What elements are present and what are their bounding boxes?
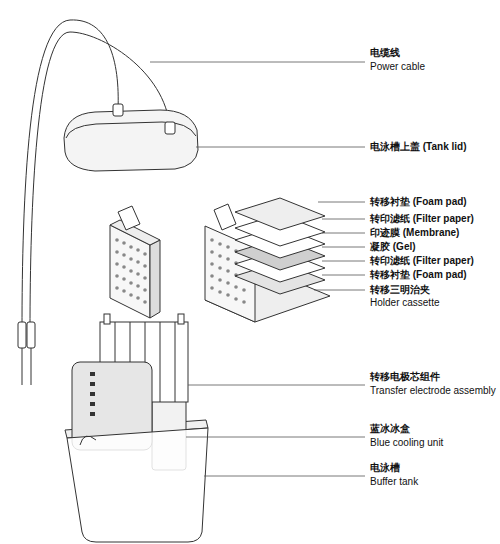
- part-label: Transfer electrode assembly: [370, 385, 496, 397]
- buffer-tank: [67, 428, 208, 542]
- leader-line: [204, 476, 365, 477]
- transfer-stack: [235, 198, 325, 294]
- lid-connector: [113, 104, 123, 116]
- plug: [27, 322, 35, 348]
- cable-plugs: [18, 322, 35, 385]
- lid-connector: [165, 122, 175, 134]
- cable-wire: [22, 20, 118, 330]
- leader-line: [322, 219, 365, 220]
- part-label: 印迹膜 (Membrane): [370, 227, 459, 239]
- cassette-side: [150, 240, 160, 318]
- plug-pin: [31, 348, 32, 385]
- cable-wire: [30, 32, 170, 330]
- plug: [18, 322, 26, 348]
- part-label: 转移电极芯组件: [370, 371, 440, 383]
- leader-line: [196, 147, 365, 148]
- leader-line: [188, 385, 365, 386]
- plug-pin: [22, 348, 23, 385]
- power-cable: [22, 20, 170, 330]
- part-label: 凝胶 (Gel): [370, 241, 416, 253]
- part-label: 转移三明治夹: [370, 284, 430, 296]
- part-label: Power cable: [370, 61, 425, 73]
- part-label: 电缆线: [370, 47, 400, 59]
- cassette-holes: [210, 238, 246, 304]
- lid-body: [64, 110, 198, 171]
- cassette-handle: [214, 204, 236, 230]
- part-label: Buffer tank: [370, 476, 418, 488]
- part-label: Blue cooling unit: [370, 437, 443, 449]
- left-cassette: [110, 206, 160, 318]
- lid-edge: [66, 122, 196, 138]
- leader-line: [186, 437, 365, 438]
- leader-lines: [150, 62, 365, 476]
- leader-line: [322, 247, 365, 248]
- tank-body: [67, 428, 208, 542]
- tank-lid: [64, 104, 198, 171]
- part-label: 电泳槽: [370, 462, 400, 474]
- leader-line: [322, 261, 365, 262]
- cassette-holes: [115, 238, 147, 304]
- leader-line: [322, 233, 365, 234]
- leader-line: [322, 275, 365, 276]
- leader-line: [150, 62, 365, 63]
- part-label: Holder cassette: [370, 297, 439, 309]
- part-label: 电泳槽上盖 (Tank lid): [370, 141, 466, 153]
- part-label: 转印滤纸 (Filter paper): [370, 213, 474, 225]
- part-label: 蓝冰冰盒: [370, 423, 410, 435]
- tank-detail: [80, 436, 96, 445]
- leader-line: [318, 202, 365, 203]
- part-label: 转印滤纸 (Filter paper): [370, 255, 474, 267]
- electrode-contacts: [90, 372, 95, 416]
- part-label: 转移衬垫 (Foam pad): [370, 196, 467, 208]
- electrode-assembly: [72, 314, 188, 450]
- part-label: 转移衬垫 (Foam pad): [370, 269, 467, 281]
- leader-line: [314, 290, 365, 291]
- foam-pad-layer: [235, 198, 325, 230]
- cassette-handle: [118, 206, 140, 230]
